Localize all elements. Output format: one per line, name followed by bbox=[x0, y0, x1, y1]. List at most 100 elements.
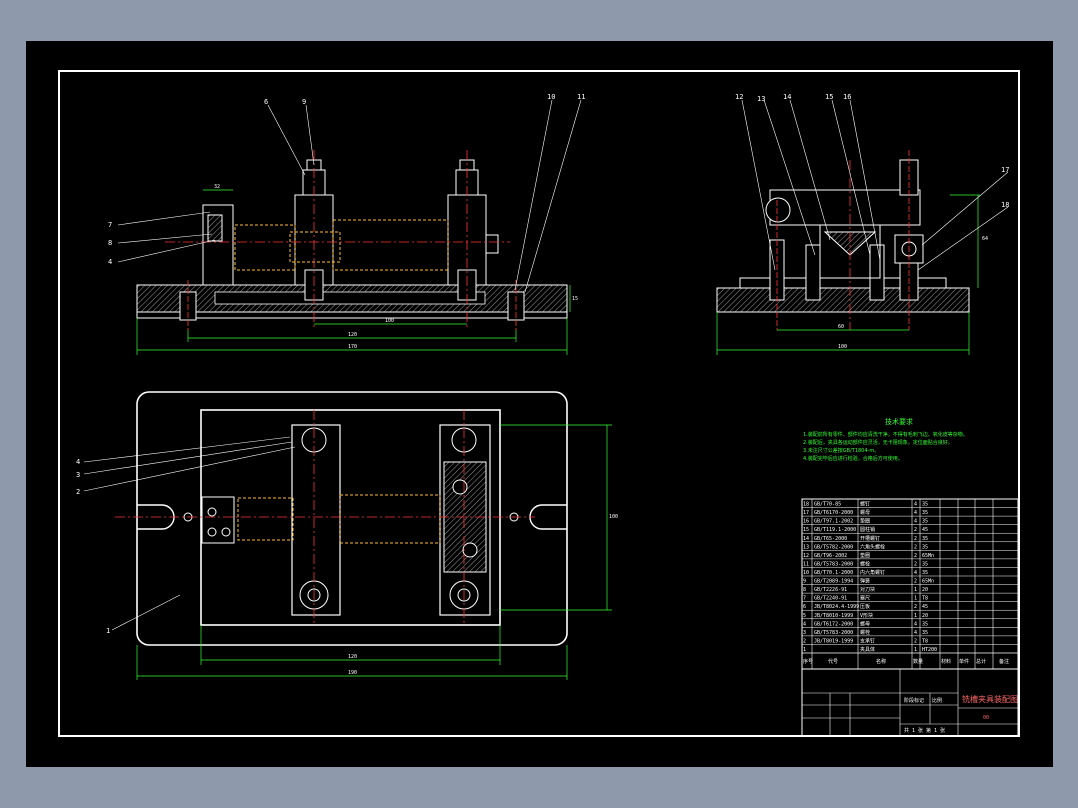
parts-cell-no: 10 bbox=[803, 570, 809, 576]
parts-cell-qty: 4 bbox=[914, 502, 917, 508]
parts-cell-no: 8 bbox=[803, 587, 806, 593]
parts-cell-no: 11 bbox=[803, 561, 809, 567]
tech-note-3: 3.未注尺寸公差按GB/T1804-m。 bbox=[803, 447, 879, 454]
scale-label: 比例 bbox=[932, 697, 942, 704]
parts-header-code: 代号 bbox=[828, 658, 838, 665]
parts-header-name: 名称 bbox=[876, 658, 886, 665]
sheet-count: 共 1 张 第 1 张 bbox=[904, 727, 945, 734]
parts-cell-no: 3 bbox=[803, 630, 806, 636]
callout-side-13: 13 bbox=[757, 95, 765, 103]
callout-side-15: 15 bbox=[825, 93, 833, 101]
callout-top-4: 4 bbox=[76, 458, 80, 466]
parts-cell-mat: 20 bbox=[922, 587, 928, 593]
stage-label: 阶段标记 bbox=[904, 697, 924, 704]
parts-cell-no: 2 bbox=[803, 638, 806, 644]
callout-side-14: 14 bbox=[783, 93, 791, 101]
drawing-title: 铣槽夹具装配图 bbox=[962, 694, 1018, 704]
parts-cell-name: 垫圈 bbox=[860, 552, 870, 559]
parts-cell-mat: 35 bbox=[922, 621, 928, 627]
parts-cell-mat: 35 bbox=[922, 544, 928, 550]
dim-top-height: 100 bbox=[609, 514, 618, 520]
callout-top-2: 2 bbox=[76, 488, 80, 496]
title-block: 铣槽夹具装配图 00 阶段标记 比例 共 1 张 第 1 张 bbox=[801, 668, 1019, 737]
callout-top-1: 1 bbox=[106, 627, 110, 635]
parts-cell-qty: 2 bbox=[914, 579, 917, 585]
parts-cell-name: 对刀块 bbox=[860, 586, 875, 593]
parts-cell-mat: 35 bbox=[922, 536, 928, 542]
parts-cell-qty: 4 bbox=[914, 570, 917, 576]
parts-header-qty: 数量 bbox=[913, 658, 923, 665]
parts-cell-name: V形块 bbox=[860, 612, 873, 619]
dim-front-top: 32 bbox=[214, 184, 220, 190]
front-view: 170 120 100 32 15 6 9 10 11 7 8 4 bbox=[108, 93, 585, 355]
parts-header-total: 总计 bbox=[976, 658, 986, 665]
parts-cell-name: 内六角螺钉 bbox=[860, 569, 885, 576]
parts-cell-mat: 35 bbox=[922, 519, 928, 525]
parts-cell-mat: HT200 bbox=[922, 647, 937, 653]
parts-cell-no: 12 bbox=[803, 553, 809, 559]
parts-cell-mat: 35 bbox=[922, 570, 928, 576]
parts-cell-mat: 35 bbox=[922, 510, 928, 516]
callout-front-7: 7 bbox=[108, 221, 112, 229]
parts-cell-code: JB/T8024.4-1999 bbox=[814, 604, 859, 610]
callout-front-6: 6 bbox=[264, 98, 268, 106]
callout-front-10: 10 bbox=[547, 93, 555, 101]
parts-cell-name: 支承钉 bbox=[860, 637, 875, 644]
dim-top-overall: 190 bbox=[348, 670, 357, 676]
dim-side-overall: 100 bbox=[838, 344, 847, 350]
drawing-sheet bbox=[26, 41, 1053, 767]
parts-cell-mat: 35 bbox=[922, 630, 928, 636]
parts-cell-qty: 2 bbox=[914, 604, 917, 610]
callout-front-8: 8 bbox=[108, 239, 112, 247]
parts-cell-no: 18 bbox=[803, 502, 809, 508]
callout-top-3: 3 bbox=[76, 471, 80, 479]
callout-front-11: 11 bbox=[577, 93, 585, 101]
parts-cell-no: 14 bbox=[803, 536, 809, 542]
parts-cell-mat: 65Mn bbox=[922, 579, 934, 585]
parts-cell-qty: 2 bbox=[914, 553, 917, 559]
parts-cell-mat: 35 bbox=[922, 502, 928, 508]
parts-cell-no: 13 bbox=[803, 544, 809, 550]
callout-side-12: 12 bbox=[735, 93, 743, 101]
parts-cell-name: 螺钉 bbox=[860, 501, 870, 508]
callout-side-16: 16 bbox=[843, 93, 851, 101]
parts-cell-qty: 1 bbox=[914, 613, 917, 619]
parts-cell-qty: 4 bbox=[914, 621, 917, 627]
dim-front-height: 15 bbox=[572, 296, 578, 302]
parts-cell-code: GB/T2226-91 bbox=[814, 587, 847, 593]
parts-cell-name: 螺栓 bbox=[860, 629, 870, 636]
side-view: 100 60 64 12 13 14 15 16 17 18 bbox=[716, 93, 1009, 355]
dim-top-inner: 120 bbox=[348, 654, 357, 660]
callout-front-9: 9 bbox=[302, 98, 306, 106]
parts-cell-qty: 1 bbox=[914, 647, 917, 653]
parts-cell-qty: 2 bbox=[914, 638, 917, 644]
parts-cell-no: 17 bbox=[803, 510, 809, 516]
parts-cell-qty: 4 bbox=[914, 630, 917, 636]
parts-cell-mat: 45 bbox=[922, 604, 928, 610]
top-view: 190 120 100 4 3 2 1 bbox=[76, 391, 618, 680]
parts-header-unit: 单件 bbox=[959, 658, 969, 665]
callout-front-4: 4 bbox=[108, 258, 112, 266]
dim-side-height: 64 bbox=[982, 236, 988, 242]
parts-cell-mat: 45 bbox=[922, 527, 928, 533]
parts-cell-no: 7 bbox=[803, 596, 806, 602]
parts-cell-name: 螺母 bbox=[860, 620, 870, 627]
parts-cell-no: 4 bbox=[803, 621, 806, 627]
parts-cell-code: GB/T6170-2000 bbox=[814, 510, 853, 516]
parts-cell-name: 开槽螺钉 bbox=[860, 535, 880, 542]
parts-cell-no: 15 bbox=[803, 527, 809, 533]
parts-cell-code: GB/T96-2002 bbox=[814, 553, 847, 559]
parts-cell-qty: 1 bbox=[914, 587, 917, 593]
parts-cell-code: JB/T8010-1999 bbox=[814, 613, 853, 619]
callout-side-17: 17 bbox=[1001, 166, 1009, 174]
tech-note-1: 1.装配前所有零件、部件均应清洗干净，不得有毛刺飞边、氧化皮等杂物。 bbox=[803, 431, 968, 438]
parts-cell-name: 六角头螺栓 bbox=[860, 543, 885, 550]
parts-cell-name: 垫圈 bbox=[860, 518, 870, 525]
parts-cell-name: 弹簧 bbox=[860, 578, 870, 585]
parts-cell-code: GB/T65-2000 bbox=[814, 536, 847, 542]
parts-cell-qty: 4 bbox=[914, 510, 917, 516]
parts-cell-code: GB/T5782-2000 bbox=[814, 544, 853, 550]
dim-front-center: 120 bbox=[348, 332, 357, 338]
parts-cell-mat: T8 bbox=[922, 596, 928, 602]
